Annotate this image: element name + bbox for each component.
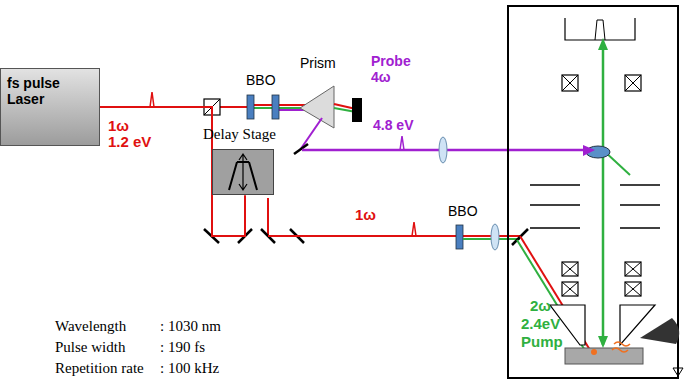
beam-label: 1.2 eV [108,134,151,151]
beam-label: 2ω [530,298,551,315]
laser-box: fs pulse Laser [0,68,100,146]
beam-label: : 1030 nm [160,318,221,335]
retro-mirror [213,150,273,194]
beam-label: Pulse width [55,339,125,356]
beam-label: Pump [521,334,563,351]
beam-label: 1ω [355,207,376,224]
beam-label: Probe [371,54,411,69]
delay-stage: Delay Stage [203,126,283,195]
beam-label: Wavelength [55,318,126,335]
beam-label: Prism [300,56,336,71]
beam-label: BBO [448,204,478,219]
beam-label: BBO [246,73,276,88]
node-label: fs pulse Laser [7,75,77,107]
beam-label: Repetition rate [55,360,144,377]
beam-label: : 190 fs [160,339,205,356]
stage-body [212,149,274,195]
beam-label: 4ω [371,70,391,85]
beam-label: 1ω [108,118,129,135]
beam-label: 2.4eV [521,316,560,333]
beam-label: : 100 kHz [160,360,219,377]
node-label: Delay Stage [203,126,283,143]
beam-label: 4.8 eV [373,118,413,133]
